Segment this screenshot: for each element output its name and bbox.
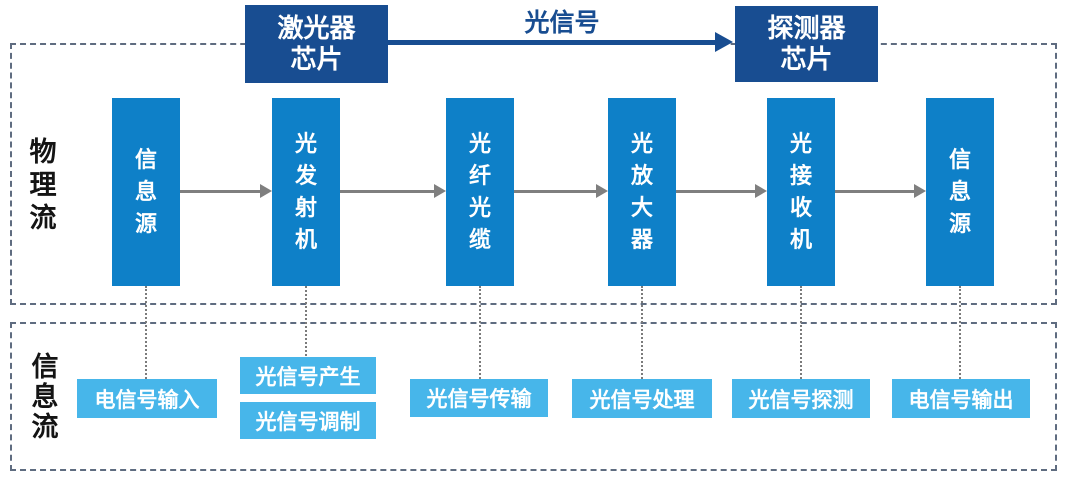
connector-2 (305, 286, 307, 356)
node-fiber-optic-cable: 光纤光缆 (446, 98, 514, 286)
flow-arrow-4 (676, 184, 767, 198)
node-label: 光接收机 (789, 131, 812, 252)
node-optical-amplifier: 光放大器 (608, 98, 676, 286)
flow-arrow-5 (835, 184, 926, 198)
tag-electrical-signal-input: 电信号输入 (77, 379, 217, 418)
tag-optical-signal-processing: 光信号处理 (572, 379, 712, 418)
tag-optical-signal-generation: 光信号产生 (240, 357, 376, 394)
connector-6 (959, 286, 961, 379)
tag-optical-signal-transmission: 光信号传输 (410, 379, 548, 417)
optical-signal-arrow (388, 32, 733, 52)
node-optical-transmitter: 光发射机 (272, 98, 340, 286)
node-information-source-left: 信息源 (112, 98, 180, 286)
optical-signal-label: 光信号 (524, 9, 600, 37)
node-label: 光放大器 (630, 131, 653, 252)
connector-3 (479, 286, 481, 379)
information-flow-region (10, 322, 1057, 471)
node-label: 光纤光缆 (468, 131, 491, 252)
tag-optical-signal-detection: 光信号探测 (732, 379, 870, 418)
connector-5 (800, 286, 802, 379)
tag-optical-signal-modulation: 光信号调制 (240, 402, 376, 439)
detector-chip-box: 探测器 芯片 (735, 6, 878, 82)
information-flow-label: 信息流 (31, 352, 59, 442)
node-label: 信息源 (948, 147, 971, 236)
node-information-source-right: 信息源 (926, 98, 994, 286)
flow-arrow-2 (340, 184, 446, 198)
tag-electrical-signal-output: 电信号输出 (892, 379, 1030, 418)
node-label: 信息源 (134, 147, 157, 236)
flow-arrow-1 (180, 184, 272, 198)
node-label: 光发射机 (294, 131, 317, 252)
connector-4 (641, 286, 643, 379)
physical-flow-label: 物理流 (29, 137, 57, 233)
node-optical-receiver: 光接收机 (767, 98, 835, 286)
laser-chip-box: 激光器 芯片 (245, 5, 388, 83)
connector-1 (145, 286, 147, 379)
flow-arrow-3 (514, 184, 608, 198)
